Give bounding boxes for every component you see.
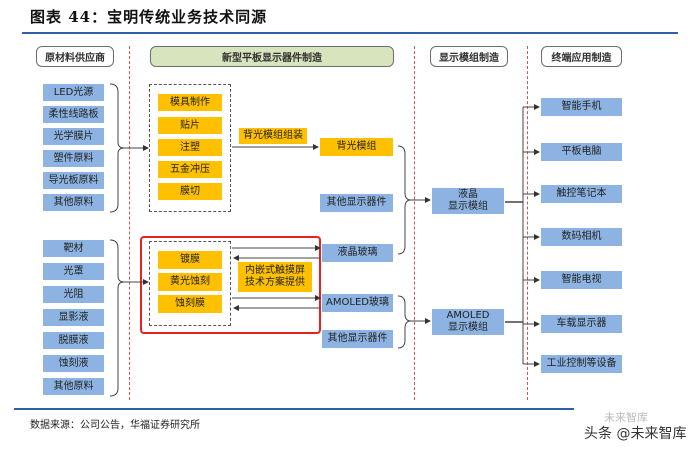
touch-solution-line: 技术方案提供 xyxy=(245,277,305,288)
supplier-item: LED光源 xyxy=(43,84,104,101)
process-item: 镀膜 xyxy=(158,251,222,269)
glass-process-group xyxy=(149,241,231,326)
process-item: 贴片 xyxy=(158,117,222,134)
process-item: 模具制作 xyxy=(158,94,222,111)
supplier-item: 显影液 xyxy=(43,309,104,326)
terminal-item: 工业控制等设备 xyxy=(541,355,622,373)
watermark-faint: 未来智库 xyxy=(604,411,648,424)
supplier-item: 柔性线路板 xyxy=(43,106,104,123)
lcd-glass: 液晶玻璃 xyxy=(322,244,393,262)
highlight-box xyxy=(140,236,321,334)
supplier-item: 其他原料 xyxy=(43,378,104,395)
lcd-display-module: 液晶 显示模组 xyxy=(432,188,504,214)
supplier-item: 塑件原料 xyxy=(43,150,104,167)
source-note: 数据来源：公司公告，华福证券研究所 xyxy=(30,420,200,431)
terminal-item: 触控笔记本 xyxy=(541,185,622,203)
supplier-item: 导光板原料 xyxy=(43,172,104,189)
column-divider-1 xyxy=(129,46,130,400)
supplier-item: 光阻 xyxy=(43,286,104,303)
module-line: 显示模组 xyxy=(448,201,488,212)
brace-supplier-group-2 xyxy=(109,239,125,397)
other-components-1: 其他显示器件 xyxy=(320,194,393,212)
supplier-item: 其他原料 xyxy=(43,194,104,211)
process-item: 膜切 xyxy=(158,183,222,200)
process-item: 黄光蚀刻 xyxy=(158,273,222,291)
supplier-item: 靶材 xyxy=(43,240,104,257)
process-item: 注塑 xyxy=(158,139,222,156)
brace-lcd-components xyxy=(397,145,412,255)
module-line: AMOLED xyxy=(446,310,490,321)
supplier-item: 脱膜液 xyxy=(43,332,104,349)
touch-solution-line: 内嵌式触摸屏 xyxy=(245,265,305,276)
amoled-glass: AMOLED玻璃 xyxy=(322,294,393,312)
process-item: 蚀刻膜 xyxy=(158,295,222,313)
supplier-item: 蚀刻液 xyxy=(43,355,104,372)
backlight-process-group xyxy=(149,84,231,212)
supplier-item: 光学膜片 xyxy=(43,128,104,145)
touch-solution: 内嵌式触摸屏 技术方案提供 xyxy=(238,262,312,292)
backlight-assembly-label: 背光模组组装 xyxy=(239,128,307,144)
header-raw-material: 原材料供应商 xyxy=(36,46,114,67)
header-module-manufacturing: 显示模组制造 xyxy=(430,46,508,67)
amoled-display-module: AMOLED 显示模组 xyxy=(432,309,504,335)
terminal-item: 数码相机 xyxy=(541,228,622,246)
supplier-item: 光罩 xyxy=(43,263,104,280)
module-line: 显示模组 xyxy=(448,322,488,333)
watermark: 头条 @未来智库 xyxy=(584,426,687,442)
figure-title: 图表 44：宝明传统业务技术同源 xyxy=(30,8,268,26)
header-panel-manufacturing: 新型平板显示器件制造 xyxy=(150,46,394,67)
brace-amoled-components xyxy=(397,295,412,349)
brace-supplier-group-1 xyxy=(109,83,125,213)
other-components-2: 其他显示器件 xyxy=(322,330,393,348)
terminal-item: 车载显示器 xyxy=(541,315,622,333)
module-line: 液晶 xyxy=(458,189,478,200)
backlight-module: 背光模组 xyxy=(320,138,393,156)
terminal-item: 智能手机 xyxy=(541,98,622,116)
footer-rule xyxy=(14,408,574,410)
terminal-item: 智能电视 xyxy=(541,271,622,289)
terminal-item: 平板电脑 xyxy=(541,143,622,161)
column-divider-3 xyxy=(527,46,528,400)
title-rule xyxy=(22,32,678,34)
process-item: 五金冲压 xyxy=(158,161,222,178)
header-terminal-manufacturing: 终端应用制造 xyxy=(541,46,622,67)
column-divider-2 xyxy=(414,46,415,400)
